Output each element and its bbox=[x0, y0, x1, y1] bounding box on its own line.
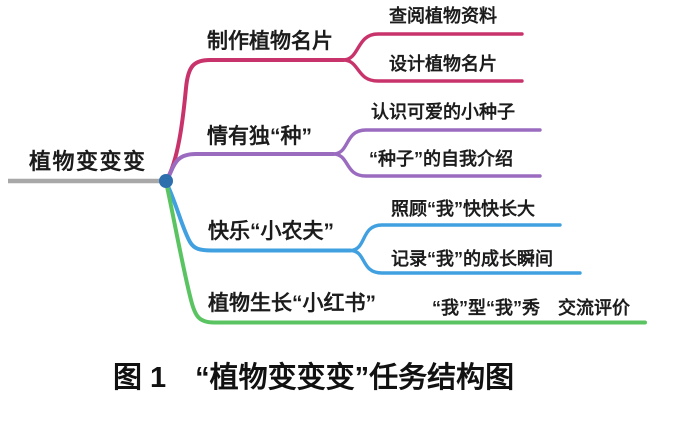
branch1-child2-line bbox=[341, 58, 524, 83]
branch2-label: 情有独“种” bbox=[207, 125, 312, 148]
branch4-line bbox=[164, 180, 647, 325]
branch3-child2-line bbox=[348, 248, 582, 275]
branch4-label: 植物生长“小红书” bbox=[208, 292, 376, 315]
branch1-label: 制作植物名片 bbox=[207, 30, 333, 53]
branch1-line bbox=[164, 58, 345, 183]
branch2-child1-label: 认识可爱的小种子 bbox=[371, 102, 515, 122]
branch2-child2-label: “种子”的自我介绍 bbox=[369, 149, 513, 169]
figure-caption: 图 1 “植物变变变”任务结构图 bbox=[113, 362, 515, 394]
branch1-child1-label: 查阅植物资料 bbox=[389, 6, 497, 26]
branch1-child2-label: 设计植物名片 bbox=[389, 54, 497, 74]
branch3-child2-label: 记录“我”的成长瞬间 bbox=[391, 249, 553, 269]
hub-dot bbox=[159, 174, 173, 188]
branch3-child1-line bbox=[348, 223, 562, 253]
branch3-label: 快乐“小农夫” bbox=[208, 220, 334, 243]
branch3-line bbox=[164, 180, 352, 253]
branch3-child1-label: 照顾“我”快快长大 bbox=[391, 199, 535, 219]
branch4-child1-label: “我”型“我”秀 交流评价 bbox=[432, 298, 630, 318]
root-label: 植物变变变 bbox=[29, 149, 147, 174]
branch2-line bbox=[164, 152, 335, 183]
branch2-child2-line bbox=[331, 152, 542, 178]
